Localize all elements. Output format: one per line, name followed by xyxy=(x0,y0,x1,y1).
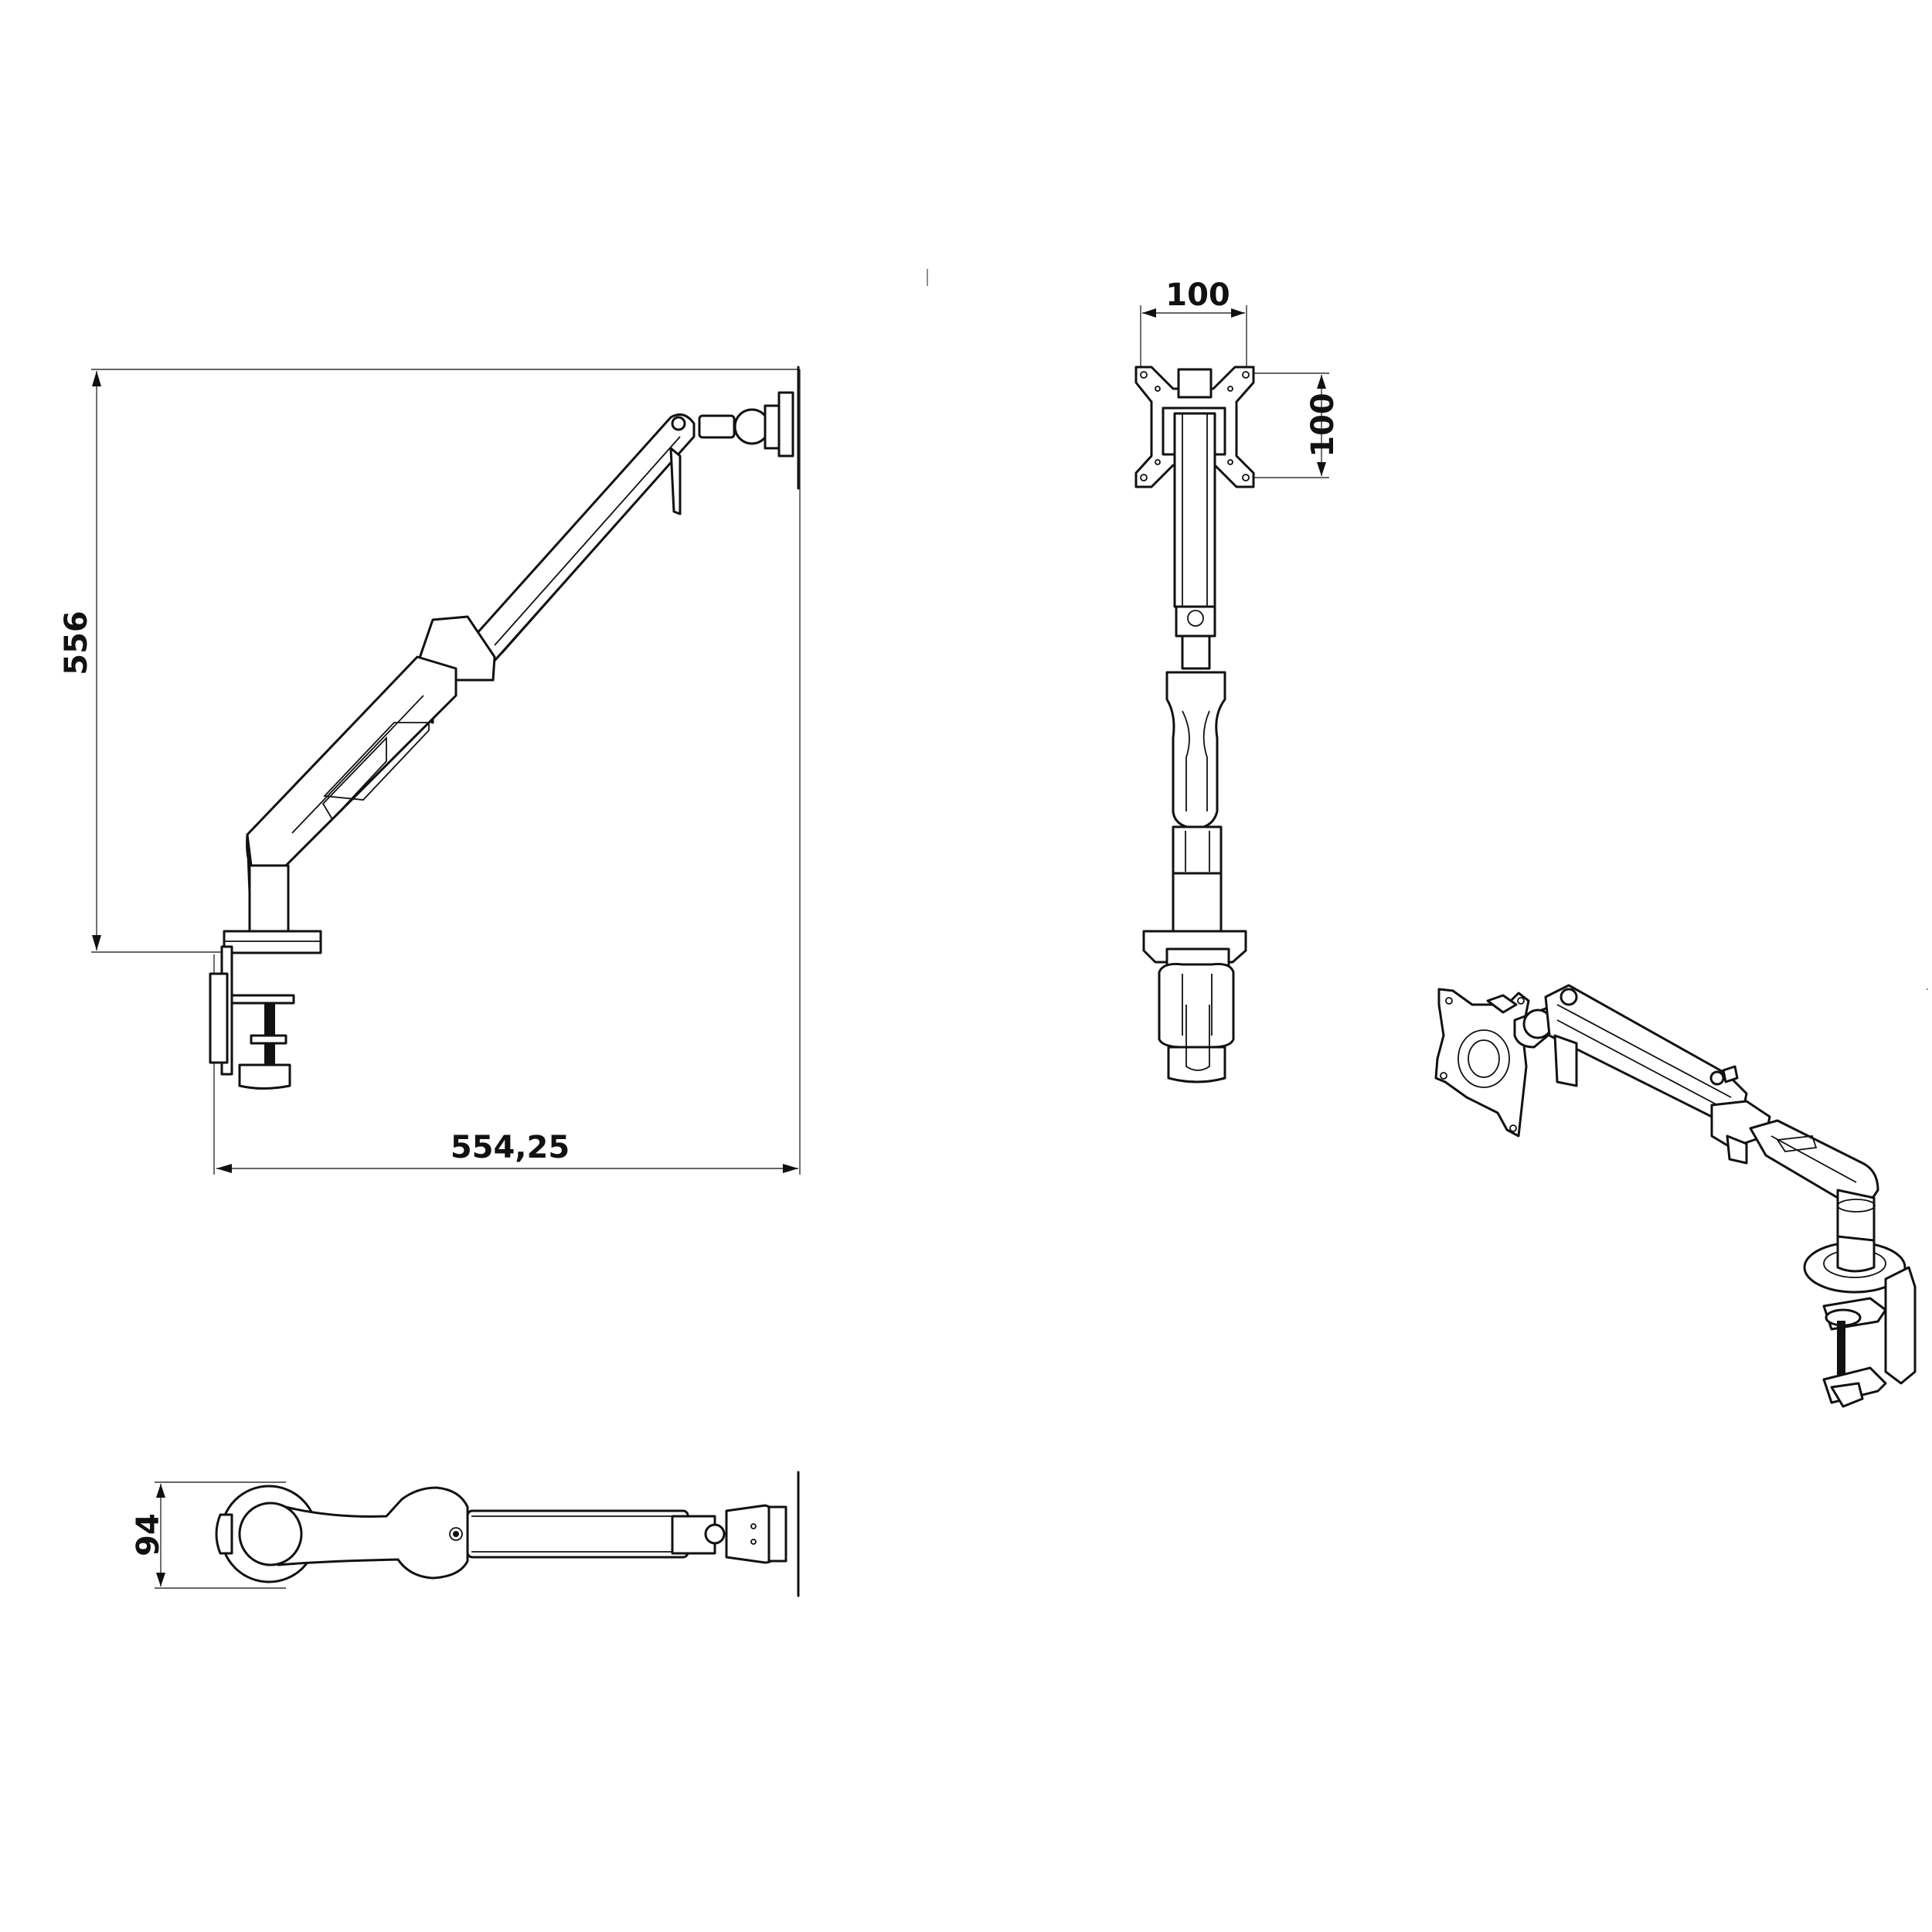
front-view: 100 100 xyxy=(1134,277,1341,1083)
dim-label-top-depth: 94 xyxy=(131,1513,166,1556)
dim-label-width: 554,25 xyxy=(451,1130,570,1165)
dim-top-depth-94: 94 xyxy=(131,1481,286,1589)
dim-label-front-height: 100 xyxy=(1305,393,1341,457)
dim-label-height: 556 xyxy=(59,611,94,675)
isometric-view xyxy=(1434,984,1917,1408)
top-view: 94 xyxy=(131,1471,800,1597)
dim-front-width-100: 100 xyxy=(1140,277,1247,375)
dim-label-front-width: 100 xyxy=(1165,277,1230,313)
side-view: 556 554,25 xyxy=(59,366,801,1175)
dim-front-height-100: 100 xyxy=(1248,372,1341,478)
dim-width-554: 554,25 xyxy=(213,369,801,1175)
dim-height-556: 556 xyxy=(59,369,800,953)
